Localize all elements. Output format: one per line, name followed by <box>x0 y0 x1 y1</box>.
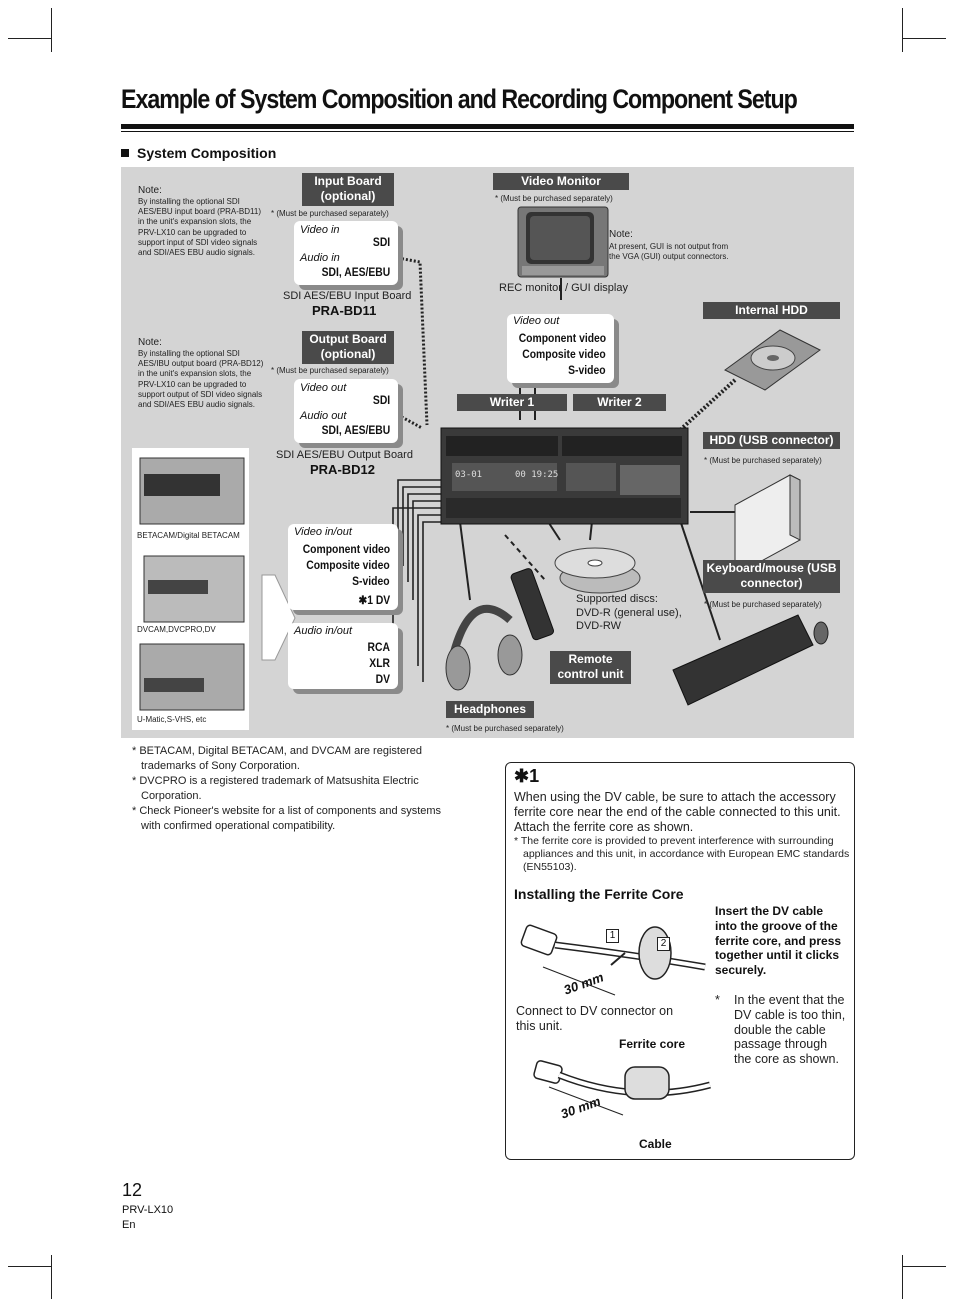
crop-mark <box>902 1266 946 1267</box>
crop-mark <box>51 8 52 52</box>
crop-mark <box>51 1255 52 1299</box>
output-board-model: PRA-BD12 <box>310 462 376 477</box>
output-board-signals: Video out SDI Audio out SDI, AES/EBU <box>294 379 398 443</box>
note-label: Note: <box>138 185 162 196</box>
keyboard-purchase: * (Must be purchased separately) <box>704 600 822 609</box>
headphones-purchase: * (Must be purchased separately) <box>446 724 564 733</box>
cable-label: Cable <box>639 1137 672 1151</box>
deck-label-umatic: U-Matic,S-VHS, etc <box>137 715 207 724</box>
crop-mark <box>902 38 946 39</box>
crop-mark <box>8 1266 52 1267</box>
internal-hdd-label: Internal HDD <box>703 302 840 319</box>
output-board-label: Output Board (optional) <box>302 331 394 364</box>
input-board-note: By installing the optional SDI AES/EBU i… <box>138 197 262 258</box>
output-board-purchase: * (Must be purchased separately) <box>271 366 389 375</box>
page-number: 12 <box>122 1180 143 1200</box>
footnote-item: * DVCPRO is a registered trademark of Ma… <box>132 775 419 802</box>
crop-mark <box>902 1255 903 1299</box>
hdd-usb-purchase: * (Must be purchased separately) <box>704 456 822 465</box>
footnotes: * BETACAM, Digital BETACAM, and DVCAM ar… <box>132 744 462 834</box>
dv-note-box <box>505 762 855 1160</box>
video-inout-signals: Video in/out Component video Composite v… <box>288 524 398 610</box>
note-label: Note: <box>138 337 162 348</box>
crop-mark <box>902 8 903 52</box>
title-rule-thin <box>121 131 854 132</box>
step1-marker: 1 <box>606 929 619 943</box>
audio-inout-signals: Audio in/out RCA XLR DV <box>288 623 398 689</box>
deck-drawings <box>139 457 245 711</box>
writer1-label: Writer 1 <box>457 394 567 411</box>
dv-note-marker: ✱1 <box>514 766 540 786</box>
input-board-purchase: * (Must be purchased separately) <box>271 209 389 218</box>
footnote-item: * Check Pioneer's website for a list of … <box>132 805 442 832</box>
headphones-label: Headphones <box>446 701 534 718</box>
note-label: Note: <box>609 229 633 240</box>
video-out-signals: Video out Component video Composite vide… <box>507 314 614 383</box>
step2-marker: 2 <box>657 937 670 951</box>
deck-label-betacam: BETACAM/Digital BETACAM <box>137 531 240 540</box>
event-note: * In the event that the DV cable is too … <box>715 993 846 1067</box>
input-board-model: PRA-BD11 <box>312 303 377 318</box>
model-number: PRV-LX10 <box>122 1204 174 1216</box>
ferrite-core-label: Ferrite core <box>619 1037 686 1051</box>
deck-label-dvcam: DVCAM,DVCPRO,DV <box>137 625 216 634</box>
connect-label: Connect to DV connector on this unit. <box>516 1004 674 1033</box>
supported-discs: Supported discs: DVD-R (general use), DV… <box>576 593 682 632</box>
keyboard-label: Keyboard/mouse (USB connector) <box>703 560 840 593</box>
hdd-usb-label: HDD (USB connector) <box>703 432 840 449</box>
output-board-caption: SDI AES/EBU Output Board <box>276 449 413 461</box>
ferrite-note: * The ferrite core is provided to preven… <box>514 835 850 873</box>
page-title: Example of System Composition and Record… <box>121 84 798 114</box>
output-board-note: By installing the optional SDI AES/IBU o… <box>138 349 264 410</box>
footnote-item: * BETACAM, Digital BETACAM, and DVCAM ar… <box>132 745 422 772</box>
install-title: Installing the Ferrite Core <box>514 886 684 902</box>
input-board-caption: SDI AES/EBU Input Board <box>283 290 412 302</box>
writer2-label: Writer 2 <box>573 394 666 411</box>
remote-label: Remote control unit <box>550 651 631 684</box>
video-monitor-label: Video Monitor <box>493 173 629 190</box>
video-monitor-purchase: * (Must be purchased separately) <box>495 194 613 203</box>
section-heading: System Composition <box>121 145 276 161</box>
diagram-drawing <box>261 206 829 706</box>
input-board-label: Input Board (optional) <box>302 173 394 206</box>
title-rule <box>121 124 854 129</box>
recorder-display-right: 00 19:25 <box>515 470 559 480</box>
recorder-display-left: 03-01 <box>455 470 483 480</box>
language-code: En <box>122 1219 136 1231</box>
video-monitor-note: At present, GUI is not output from the V… <box>609 242 729 262</box>
video-monitor-caption: REC monitor / GUI display <box>499 282 628 294</box>
dv-note-body: When using the DV cable, be sure to atta… <box>514 790 841 834</box>
crop-mark <box>8 38 52 39</box>
input-board-signals: Video in SDI Audio in SDI, AES/EBU <box>294 221 398 285</box>
install-instruction: Insert the DV cable into the groove of t… <box>715 904 842 978</box>
